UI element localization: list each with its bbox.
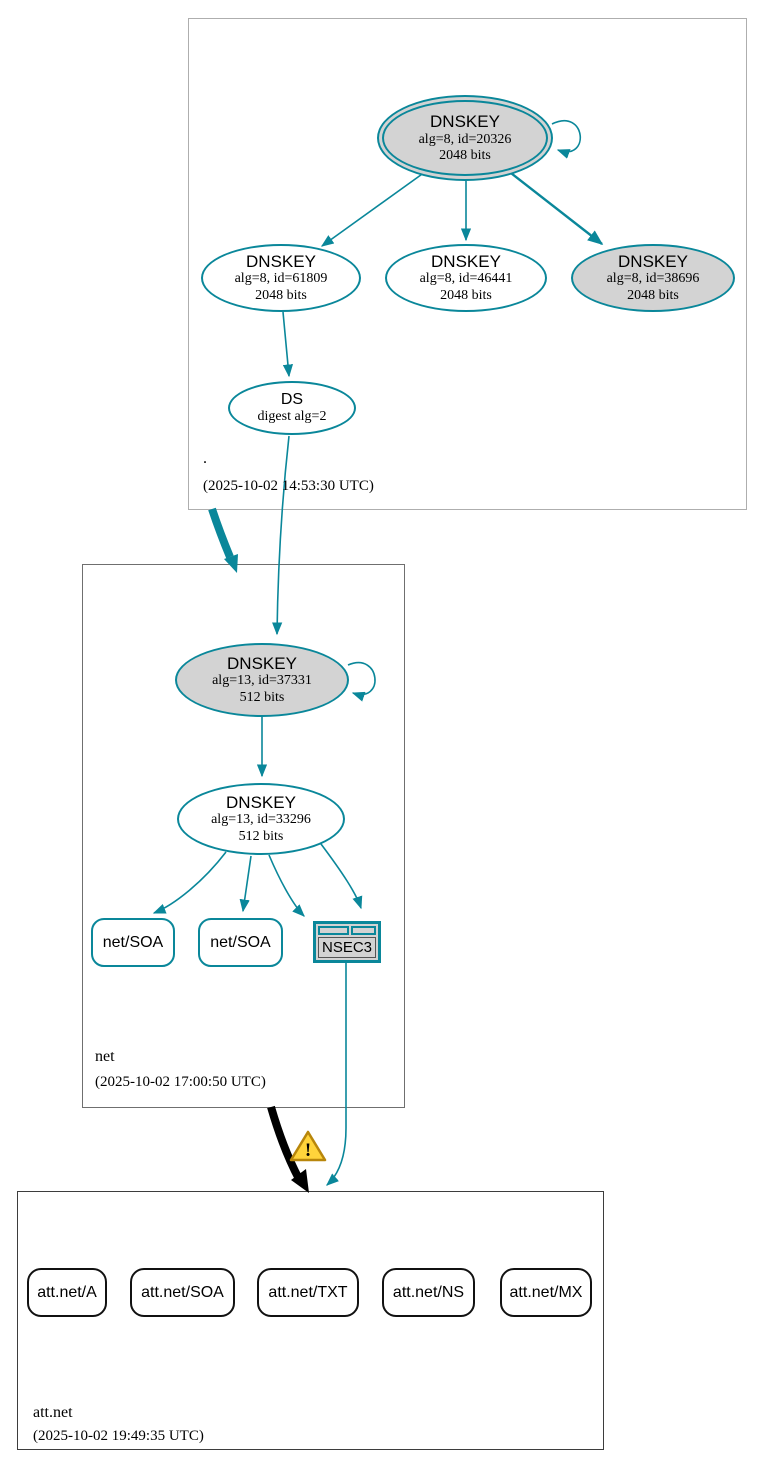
node-dnskey-37331[interactable]: DNSKEY alg=13, id=37331 512 bits [175,643,349,717]
node-title: DNSKEY [227,653,297,673]
rrset-label: net/SOA [102,933,164,951]
node-net-soa-1[interactable]: net/SOA [91,918,175,967]
node-bits: 2048 bits [440,287,492,303]
node-nsec3[interactable]: NSEC3 [313,921,381,963]
zone-timestamp-net: (2025-10-02 17:00:50 UTC) [95,1074,266,1090]
zone-timestamp-attnet: (2025-10-02 19:49:35 UTC) [33,1428,204,1444]
node-title: DNSKEY [430,112,500,131]
node-bits: 512 bits [238,828,284,844]
zone-name-net: net [95,1048,115,1065]
node-title: DNSKEY [431,251,501,271]
node-detail: alg=13, id=33296 [211,812,311,827]
rrset-label: att.net/A [37,1283,97,1301]
zone-box-attnet [17,1191,604,1450]
node-detail: alg=8, id=20326 [418,132,512,147]
rrset-label: att.net/MX [509,1283,583,1301]
node-dnskey-38696[interactable]: DNSKEY alg=8, id=38696 2048 bits [571,244,735,312]
node-title: DS [280,390,304,408]
node-attnet-ns[interactable]: att.net/NS [382,1268,475,1317]
node-dnskey-33296[interactable]: DNSKEY alg=13, id=33296 512 bits [177,783,345,855]
svg-text:!: ! [305,1140,311,1161]
node-dnskey-61809[interactable]: DNSKEY alg=8, id=61809 2048 bits [201,244,361,312]
node-title: DNSKEY [618,251,688,271]
node-detail: alg=8, id=46441 [419,271,513,286]
node-bits: 512 bits [239,689,285,705]
rrset-label: att.net/NS [392,1283,465,1301]
zone-box-root [188,18,747,510]
zone-box-net [82,564,405,1108]
node-detail: alg=13, id=37331 [212,673,312,688]
node-attnet-a[interactable]: att.net/A [27,1268,107,1317]
node-net-soa-2[interactable]: net/SOA [198,918,283,967]
rrset-label: net/SOA [210,933,271,951]
zone-timestamp-root: (2025-10-02 14:53:30 UTC) [203,478,374,494]
node-detail: alg=8, id=38696 [606,271,700,286]
node-attnet-soa[interactable]: att.net/SOA [130,1268,235,1317]
node-detail: digest alg=2 [257,408,327,424]
node-attnet-txt[interactable]: att.net/TXT [257,1268,359,1317]
rrset-label: att.net/SOA [141,1283,224,1301]
node-attnet-mx[interactable]: att.net/MX [500,1268,592,1317]
zone-name-attnet: att.net [33,1404,73,1421]
nsec3-cell [350,926,376,935]
node-detail: alg=8, id=61809 [234,271,328,286]
node-title: DNSKEY [226,792,296,812]
zone-name-root: . [203,450,207,467]
rrset-label: att.net/TXT [268,1283,348,1301]
node-bits: 2048 bits [439,148,491,163]
node-bits: 2048 bits [255,287,307,303]
node-bits: 2048 bits [627,287,679,303]
node-ds[interactable]: DS digest alg=2 [228,381,356,435]
warning-icon[interactable]: ! [288,1128,328,1164]
node-dnskey-20326[interactable]: DNSKEY alg=8, id=20326 2048 bits [377,95,553,181]
node-dnskey-46441[interactable]: DNSKEY alg=8, id=46441 2048 bits [385,244,547,312]
nsec3-cell [318,926,349,935]
nsec3-label: NSEC3 [318,937,376,958]
node-title: DNSKEY [246,251,316,271]
